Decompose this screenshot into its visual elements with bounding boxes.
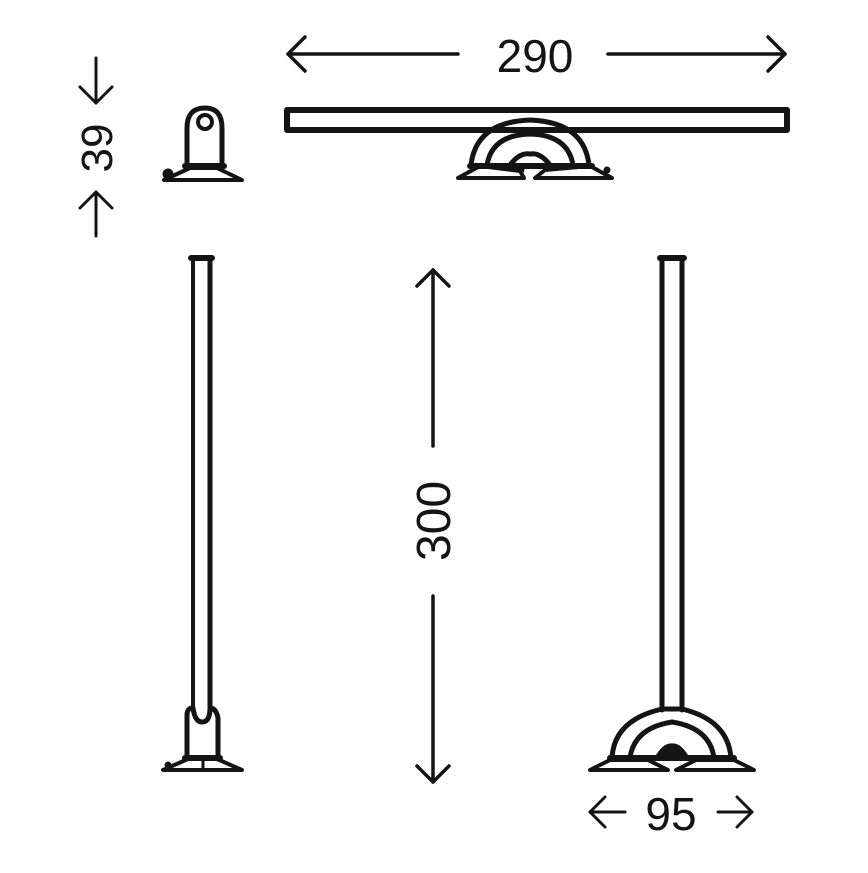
- side-view-head: [162, 105, 244, 182]
- dimension-base-95: [588, 795, 754, 829]
- label-base-width: 95: [645, 788, 696, 840]
- side-view-full: [161, 255, 244, 772]
- label-width: 290: [497, 30, 574, 82]
- label-height-head: 39: [73, 124, 122, 173]
- front-view-top: [284, 107, 790, 180]
- dimension-width-290: [286, 35, 787, 73]
- front-view-full: [588, 255, 756, 772]
- dimension-height-300: [415, 268, 451, 784]
- dimension-height-39: [78, 56, 114, 238]
- label-height-total: 300: [408, 481, 461, 561]
